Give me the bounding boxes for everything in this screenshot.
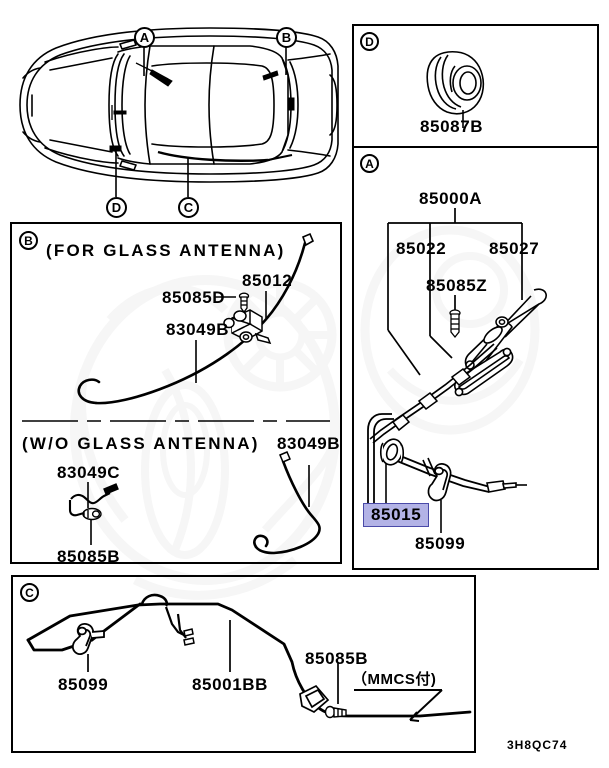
part-label-85015-highlighted: 85015	[363, 503, 430, 527]
part-85087B-artwork	[426, 50, 485, 128]
part-label-85087B: 85087B	[420, 117, 484, 136]
part-label-85085Z: 85085Z	[426, 276, 488, 295]
part-85001BB-harness	[26, 602, 472, 718]
antenna-pivot	[495, 316, 509, 328]
panel-marker-b: B	[19, 231, 38, 250]
vehicle-callout-b: B	[276, 27, 297, 48]
branch-terminals	[183, 628, 195, 646]
part-83049B-lower-cable	[253, 459, 321, 555]
part-label-85012: 85012	[242, 271, 293, 290]
panel-borders	[10, 24, 599, 753]
panel-b-artwork	[68, 232, 321, 555]
part-85085Z-screw	[449, 309, 461, 339]
vehicle-callout-a: A	[134, 27, 155, 48]
part-label-83049B-upper: 83049B	[166, 320, 230, 339]
cable-connector-beads	[391, 367, 472, 432]
vehicle-antenna-marks	[109, 62, 295, 162]
coax-connector	[486, 480, 527, 493]
vehicle-callout-d: D	[106, 197, 127, 218]
part-85012-amplifier	[223, 309, 272, 345]
panel-marker-c: C	[20, 583, 39, 602]
part-label-85085B-c: 85085B	[305, 649, 369, 668]
part-label-85022: 85022	[396, 239, 447, 258]
part-label-85099-a: 85099	[415, 534, 466, 553]
part-85099-clip-c	[71, 623, 105, 655]
diagram-code: 3H8QC74	[507, 738, 568, 752]
harness-connector-block	[299, 684, 330, 714]
cable-tie-mark	[422, 457, 436, 477]
mmcs-note: （MMCS付)	[352, 671, 437, 688]
part-label-85099-c: 85099	[58, 675, 109, 694]
antenna-mount-plate	[453, 347, 514, 397]
vehicle-outline	[19, 27, 339, 183]
vehicle-callout-leaders	[115, 47, 287, 197]
part-85099-clip	[427, 463, 452, 502]
part-label-85085B-b: 85085B	[57, 547, 121, 566]
part-label-83049B-lower: 83049B	[277, 434, 341, 453]
part-label-85001BB: 85001BB	[192, 675, 269, 694]
vehicle-callout-c: C	[178, 197, 199, 218]
part-label-85027: 85027	[489, 239, 540, 258]
part-85085B-screw-c	[324, 705, 347, 719]
cable-tip-upper	[301, 232, 315, 247]
panel-marker-a: A	[360, 154, 379, 173]
panel-b-caption-upper: (FOR GLASS ANTENNA)	[46, 241, 286, 260]
part-83049C-tip	[103, 483, 119, 495]
panel-marker-d: D	[360, 32, 379, 51]
harness-branches	[164, 606, 187, 639]
part-label-83049C: 83049C	[57, 463, 121, 482]
part-83049B-upper-cable	[77, 241, 307, 405]
part-85015-grommet	[379, 438, 405, 466]
part-85085B-eyelet	[82, 507, 102, 521]
part-label-85000A: 85000A	[419, 189, 483, 208]
mmcs-note-leader	[354, 689, 443, 722]
part-83049C-lead	[68, 492, 111, 517]
panel-a-artwork	[367, 208, 547, 533]
part-85085D-screw	[238, 292, 250, 314]
harness-loop	[140, 593, 169, 607]
panel-c-artwork	[26, 593, 472, 722]
panel-b-caption-lower: (W/O GLASS ANTENNA)	[22, 434, 260, 453]
cable-tip-lower	[279, 451, 291, 463]
background-watermark	[70, 225, 540, 600]
part-label-85085D: 85085D	[162, 288, 226, 307]
